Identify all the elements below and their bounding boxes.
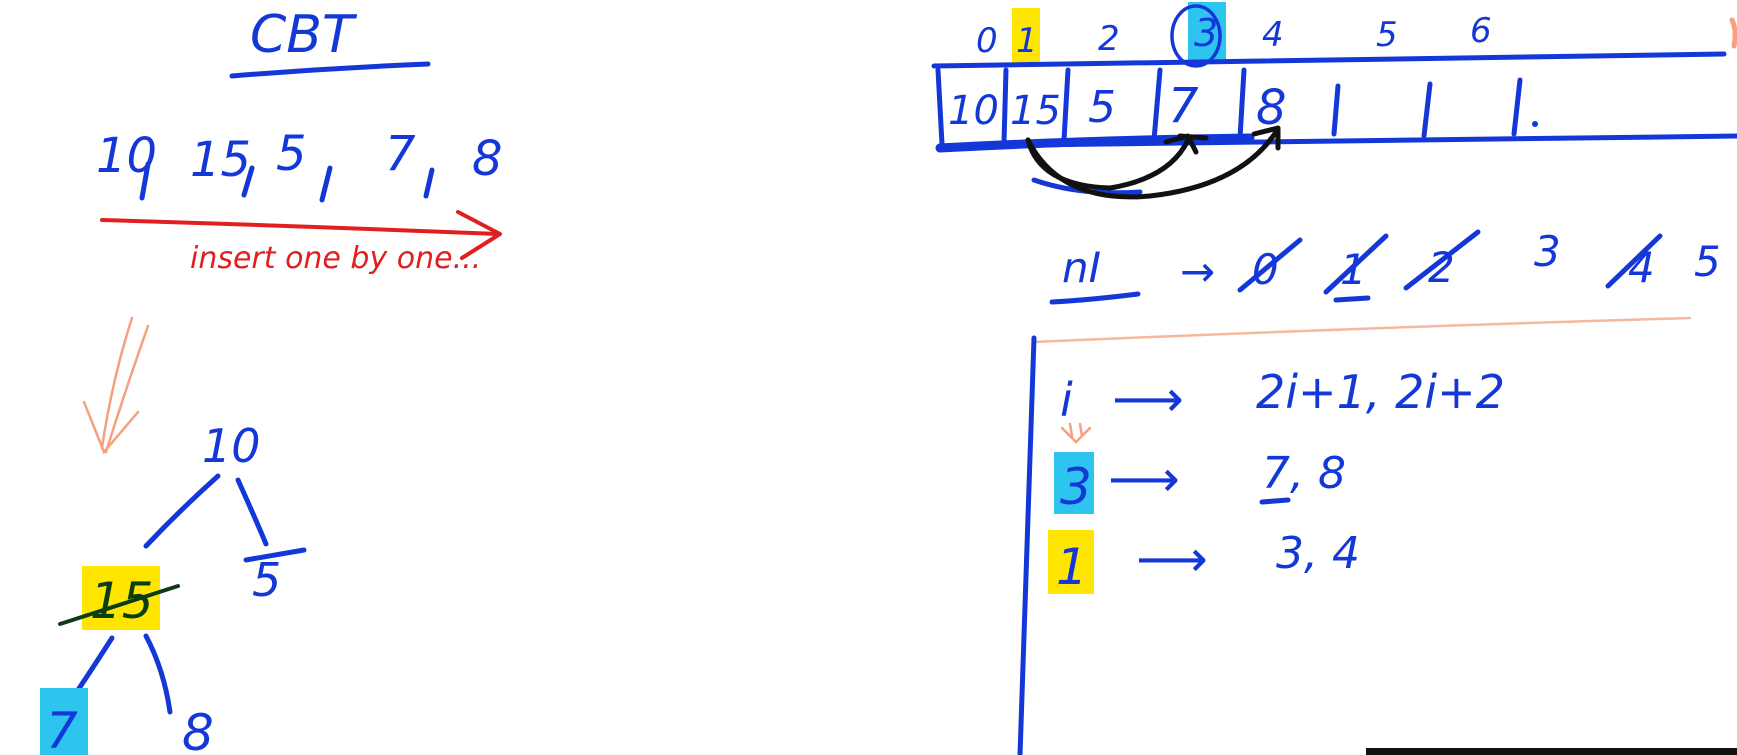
array-index-6: 6 — [1470, 11, 1492, 51]
insert-instruction: insert one by one... — [190, 241, 481, 276]
index-1-highlight — [1012, 8, 1040, 66]
tree-node-left-right: 8 — [182, 704, 214, 755]
insert-arrow-head — [456, 210, 502, 260]
example-row-1-highlight — [1048, 530, 1094, 594]
tree-node-root: 10 — [202, 419, 261, 473]
array-cell-0: 10 — [948, 88, 999, 134]
seq-value-2: 5 — [276, 126, 307, 182]
example-row-0-index: 3 — [1060, 458, 1092, 516]
arrow-to-8 — [1025, 129, 1279, 200]
array-index-1: 1 — [1016, 21, 1038, 61]
seq-value-4: 8 — [472, 131, 503, 187]
array-index-4: 4 — [1262, 15, 1284, 55]
down-arrow-icon — [82, 316, 150, 455]
tree-node-right: 5 — [252, 553, 281, 607]
tree-node-left-strike — [58, 584, 180, 626]
formula-rhs: 2i+1, 2i+2 — [1256, 365, 1505, 419]
example-row-1-children: 3, 4 — [1276, 528, 1360, 579]
ni-label: nI — [1062, 243, 1101, 292]
ni-value-current: 5 — [1694, 237, 1721, 286]
seq-value-1: 15 — [190, 132, 251, 188]
binary-tree: 10 5 15 7 8 — [40, 419, 307, 755]
tree-edge-root-left — [143, 473, 221, 549]
array-index-5: 5 — [1376, 15, 1398, 55]
sequence-values: 10 15 5 7 8 — [96, 126, 503, 188]
tree-node-left: 15 — [90, 572, 154, 630]
array-cell-3: 7 — [1168, 78, 1199, 134]
example-row-0-highlight — [1054, 452, 1094, 514]
tree-node-leftleft-highlight — [40, 688, 88, 755]
edge-mark — [1729, 17, 1737, 49]
ni-value-4: 4 — [1628, 243, 1655, 292]
seq-value-3: 7 — [385, 126, 416, 182]
array-cell-2: 5 — [1088, 82, 1116, 133]
insert-arrow — [100, 218, 500, 236]
array-indices: 0 1 2 3 4 5 6 — [976, 11, 1492, 61]
index-3-circle — [1170, 4, 1222, 68]
example-row-0-children: 7, 8 — [1262, 448, 1346, 499]
ni-value-3: 3 — [1534, 227, 1561, 276]
ni-arrow: → — [1180, 247, 1215, 296]
tree-node-left-left: 7 — [46, 702, 78, 755]
down-chevron-icon — [1060, 422, 1092, 444]
formula-arrow: ⟶ — [1112, 370, 1184, 428]
arrow-to-7 — [1025, 137, 1191, 191]
array-index-2: 2 — [1098, 19, 1120, 59]
section-separator — [1032, 316, 1692, 344]
bottom-bar — [1366, 748, 1737, 755]
sequence-commas — [139, 161, 435, 203]
array-dot — [1532, 121, 1538, 127]
ni-underline — [1049, 291, 1141, 305]
example-row-0-arrow: ⟶ — [1108, 450, 1180, 508]
tree-edge-left-right — [143, 633, 173, 715]
array-cell-4: 8 — [1256, 80, 1287, 136]
title-underline — [229, 61, 431, 79]
example-row-1-arrow: ⟶ — [1136, 530, 1208, 588]
child-arrows — [1025, 125, 1281, 200]
array-cells: 10 15 5 7 8 — [948, 78, 1287, 136]
array-box — [931, 51, 1737, 153]
ni-crossed-values: 0 1 2 3 4 5 — [1237, 227, 1721, 303]
tree-edge-left-left — [75, 635, 115, 693]
array-cell-1: 15 — [1010, 88, 1061, 134]
title-cbt: CBT — [250, 5, 358, 65]
array-index-0: 0 — [976, 21, 998, 61]
formula-var: i — [1060, 373, 1073, 427]
example-row-1-index: 1 — [1056, 538, 1088, 596]
left-margin-line — [1017, 335, 1037, 755]
tree-edge-root-right — [235, 477, 269, 547]
